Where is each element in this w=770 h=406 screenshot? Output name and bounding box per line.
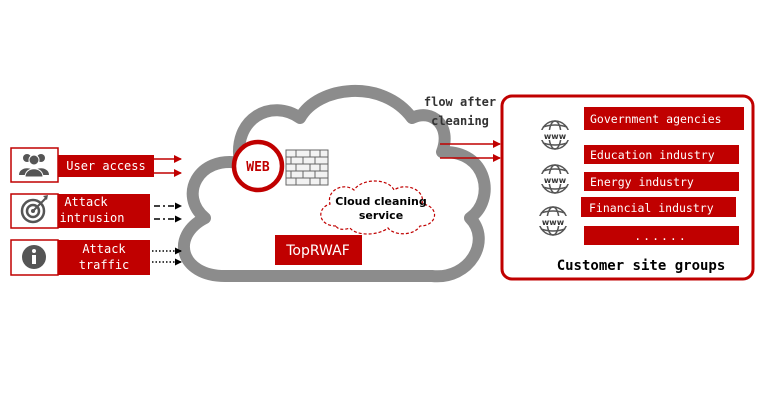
customer-item-label: Education industry <box>590 148 715 162</box>
source-label-line-2: traffic <box>79 258 130 272</box>
customer-item: Education industry <box>584 145 739 164</box>
source-label-line-2: intrusion <box>59 211 124 225</box>
source-label-box <box>58 194 150 228</box>
customer-item: Energy industry <box>584 172 739 191</box>
customer-item-label: Energy industry <box>590 175 694 189</box>
firewall-icon <box>285 149 329 186</box>
customer-panel-title: Customer site groups <box>557 258 726 274</box>
traffic-arrows <box>152 247 182 266</box>
source-label-line-1: Attack <box>82 242 126 256</box>
source-attack-intrusion: Attack intrusion <box>10 193 150 229</box>
flow-label-line-2: cleaning <box>431 114 489 128</box>
customer-item: Financial industry <box>581 197 736 217</box>
customer-item: ...... <box>584 226 739 245</box>
customer-panel: www www www Government agencies Educatio… <box>500 94 755 281</box>
info-icon <box>22 245 46 269</box>
users-icon <box>19 154 49 178</box>
customer-item-label: Financial industry <box>589 201 714 215</box>
globe-icon-1: www <box>539 120 571 150</box>
cleaning-label-line-2: service <box>359 209 403 222</box>
product-label: TopRWAF <box>285 243 350 259</box>
source-label-box <box>58 240 150 275</box>
customer-item-label: Government agencies <box>590 112 722 126</box>
svg-text:www: www <box>544 176 567 185</box>
user-access-arrows <box>154 155 182 177</box>
web-label: WEB <box>246 160 270 175</box>
cleaning-service-cloud: Cloud cleaning service <box>320 180 436 235</box>
intrusion-arrows <box>154 202 182 223</box>
source-attack-traffic: Attack traffic <box>10 239 150 276</box>
clean-flow-arrows <box>440 140 501 162</box>
flow-label-line-1: flow after <box>424 95 496 109</box>
product-badge: TopRWAF <box>275 235 362 265</box>
source-label-line-1: Attack <box>64 195 108 209</box>
source-label: User access <box>66 159 145 173</box>
svg-text:www: www <box>542 218 565 227</box>
globe-icon-2: www <box>539 164 571 194</box>
source-user-access: User access <box>10 147 154 183</box>
source-label-box <box>58 155 154 177</box>
customer-item-label: ...... <box>634 229 688 243</box>
svg-text:www: www <box>544 132 567 141</box>
customer-item: Government agencies <box>584 107 744 130</box>
web-node: WEB <box>231 139 285 193</box>
globe-icon-3: www <box>537 206 569 236</box>
target-icon <box>20 195 48 224</box>
cleaning-label-line-1: Cloud cleaning <box>335 195 426 208</box>
